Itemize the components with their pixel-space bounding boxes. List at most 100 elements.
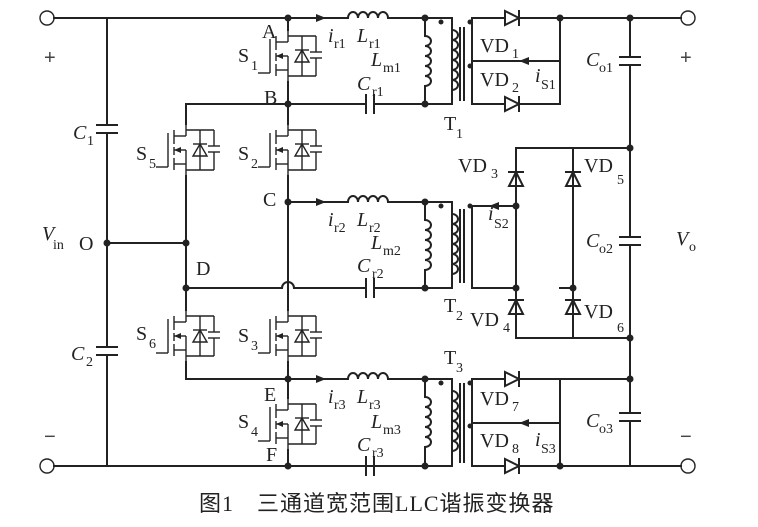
lm3-label: L: [370, 411, 382, 433]
node-d-label: D: [196, 258, 210, 280]
ir3-subscript: r3: [334, 398, 346, 413]
vd5-subscript: 5: [617, 173, 624, 188]
co2-subscript: o2: [599, 242, 613, 257]
vd6-label: VD: [584, 301, 613, 323]
s5-subscript: 5: [149, 157, 156, 172]
lr1-subscript: r1: [369, 37, 381, 52]
t2-label: T: [444, 295, 456, 317]
vd2-label: VD: [480, 69, 509, 91]
is2-subscript: S2: [494, 217, 509, 232]
cr1-subscript: r1: [372, 85, 384, 100]
ir2-label: i: [328, 209, 334, 231]
s3-label: S: [238, 325, 249, 347]
vo-subscript: o: [689, 240, 696, 255]
lr2-subscript: r2: [369, 221, 381, 236]
figure-caption: 图1 三通道宽范围LLC谐振变换器: [199, 491, 555, 516]
lr1-label: L: [356, 25, 368, 47]
c2-label: C: [71, 343, 85, 365]
vo-label: V: [676, 228, 691, 250]
vd7-label: VD: [480, 388, 509, 410]
s3-subscript: 3: [251, 339, 258, 354]
node-e-label: E: [264, 384, 276, 406]
is3-label: i: [535, 429, 541, 451]
vd3-label: VD: [458, 155, 487, 177]
cr3-subscript: r3: [372, 446, 384, 461]
vd6-subscript: 6: [617, 321, 624, 336]
node-c-label: C: [263, 189, 276, 211]
input-minus-sign: −: [44, 426, 56, 448]
output-plus-sign: +: [680, 47, 692, 69]
vd8-label: VD: [480, 430, 509, 452]
vd3-subscript: 3: [491, 167, 498, 182]
lr3-label: L: [356, 386, 368, 408]
cr2-label: C: [357, 255, 371, 277]
lr3-subscript: r3: [369, 398, 381, 413]
is2-label: i: [488, 203, 494, 225]
t1-subscript: 1: [456, 127, 463, 142]
lm3-subscript: m3: [383, 423, 401, 438]
node-a-label: A: [262, 21, 277, 43]
co3-subscript: o3: [599, 422, 613, 437]
s4-subscript: 4: [251, 425, 258, 440]
output-minus-sign: −: [680, 426, 692, 448]
ir1-label: i: [328, 25, 334, 47]
input-plus-terminal: [39, 10, 55, 26]
t2-subscript: 2: [456, 309, 463, 324]
vd1-subscript: 1: [512, 47, 519, 62]
cr3-label: C: [357, 434, 371, 456]
node-o-label: O: [79, 233, 93, 255]
is3-subscript: S3: [541, 442, 556, 457]
s6-subscript: 6: [149, 337, 156, 352]
s1-label: S: [238, 45, 249, 67]
s1-subscript: 1: [251, 59, 258, 74]
c1-label: C: [73, 122, 87, 144]
vd7-subscript: 7: [512, 400, 519, 415]
input-section: + − V in O C 1 C 2: [39, 10, 431, 474]
node-b-label: B: [264, 87, 277, 109]
output-plus-terminal: [680, 10, 696, 26]
lm1-subscript: m1: [383, 61, 401, 76]
resonant-tanks: i r1 L r1 L m1 C r1 T 1 i r2 L r2 L m2: [287, 11, 473, 476]
switch-s5: [155, 123, 221, 177]
ir3-label: i: [328, 386, 334, 408]
lm1-label: L: [370, 49, 382, 71]
co1-subscript: o1: [599, 61, 613, 76]
vd5-label: VD: [584, 155, 613, 177]
vin-subscript: in: [53, 238, 64, 253]
is1-subscript: S1: [541, 78, 556, 93]
input-minus-terminal: [39, 458, 55, 474]
s6-label: S: [136, 323, 147, 345]
co3-label: C: [586, 410, 600, 432]
ir2-subscript: r2: [334, 221, 346, 236]
co2-label: C: [586, 230, 600, 252]
vd4-label: VD: [470, 309, 499, 331]
cr1-label: C: [357, 73, 371, 95]
vd4-subscript: 4: [503, 321, 510, 336]
c2-subscript: 2: [86, 355, 93, 370]
vd8-subscript: 8: [512, 442, 519, 457]
lr2-label: L: [356, 209, 368, 231]
output-minus-terminal: [680, 458, 696, 474]
c1-subscript: 1: [87, 134, 94, 149]
vd2-subscript: 2: [512, 81, 519, 96]
s2-subscript: 2: [251, 157, 258, 172]
t1-label: T: [444, 113, 456, 135]
is1-label: i: [535, 65, 541, 87]
t3-subscript: 3: [456, 361, 463, 376]
input-plus-sign: +: [44, 47, 56, 69]
switch-legs: A B C D E F S 1 S 2 S 3 S 4 S 5 S 6: [136, 14, 367, 470]
lm2-label: L: [370, 232, 382, 254]
t3-label: T: [444, 347, 456, 369]
node-f-label: F: [266, 444, 277, 466]
s4-label: S: [238, 411, 249, 433]
vd1-label: VD: [480, 35, 509, 57]
rectifier-section: + − V o VD 1 VD 2 i S1 C o1: [458, 9, 696, 475]
co1-label: C: [586, 49, 600, 71]
switch-s3: [257, 309, 323, 363]
ir1-subscript: r1: [334, 37, 346, 52]
switch-s2: [257, 123, 323, 177]
s5-label: S: [136, 143, 147, 165]
switch-s6: [155, 309, 221, 363]
vin-label: V: [42, 223, 57, 245]
